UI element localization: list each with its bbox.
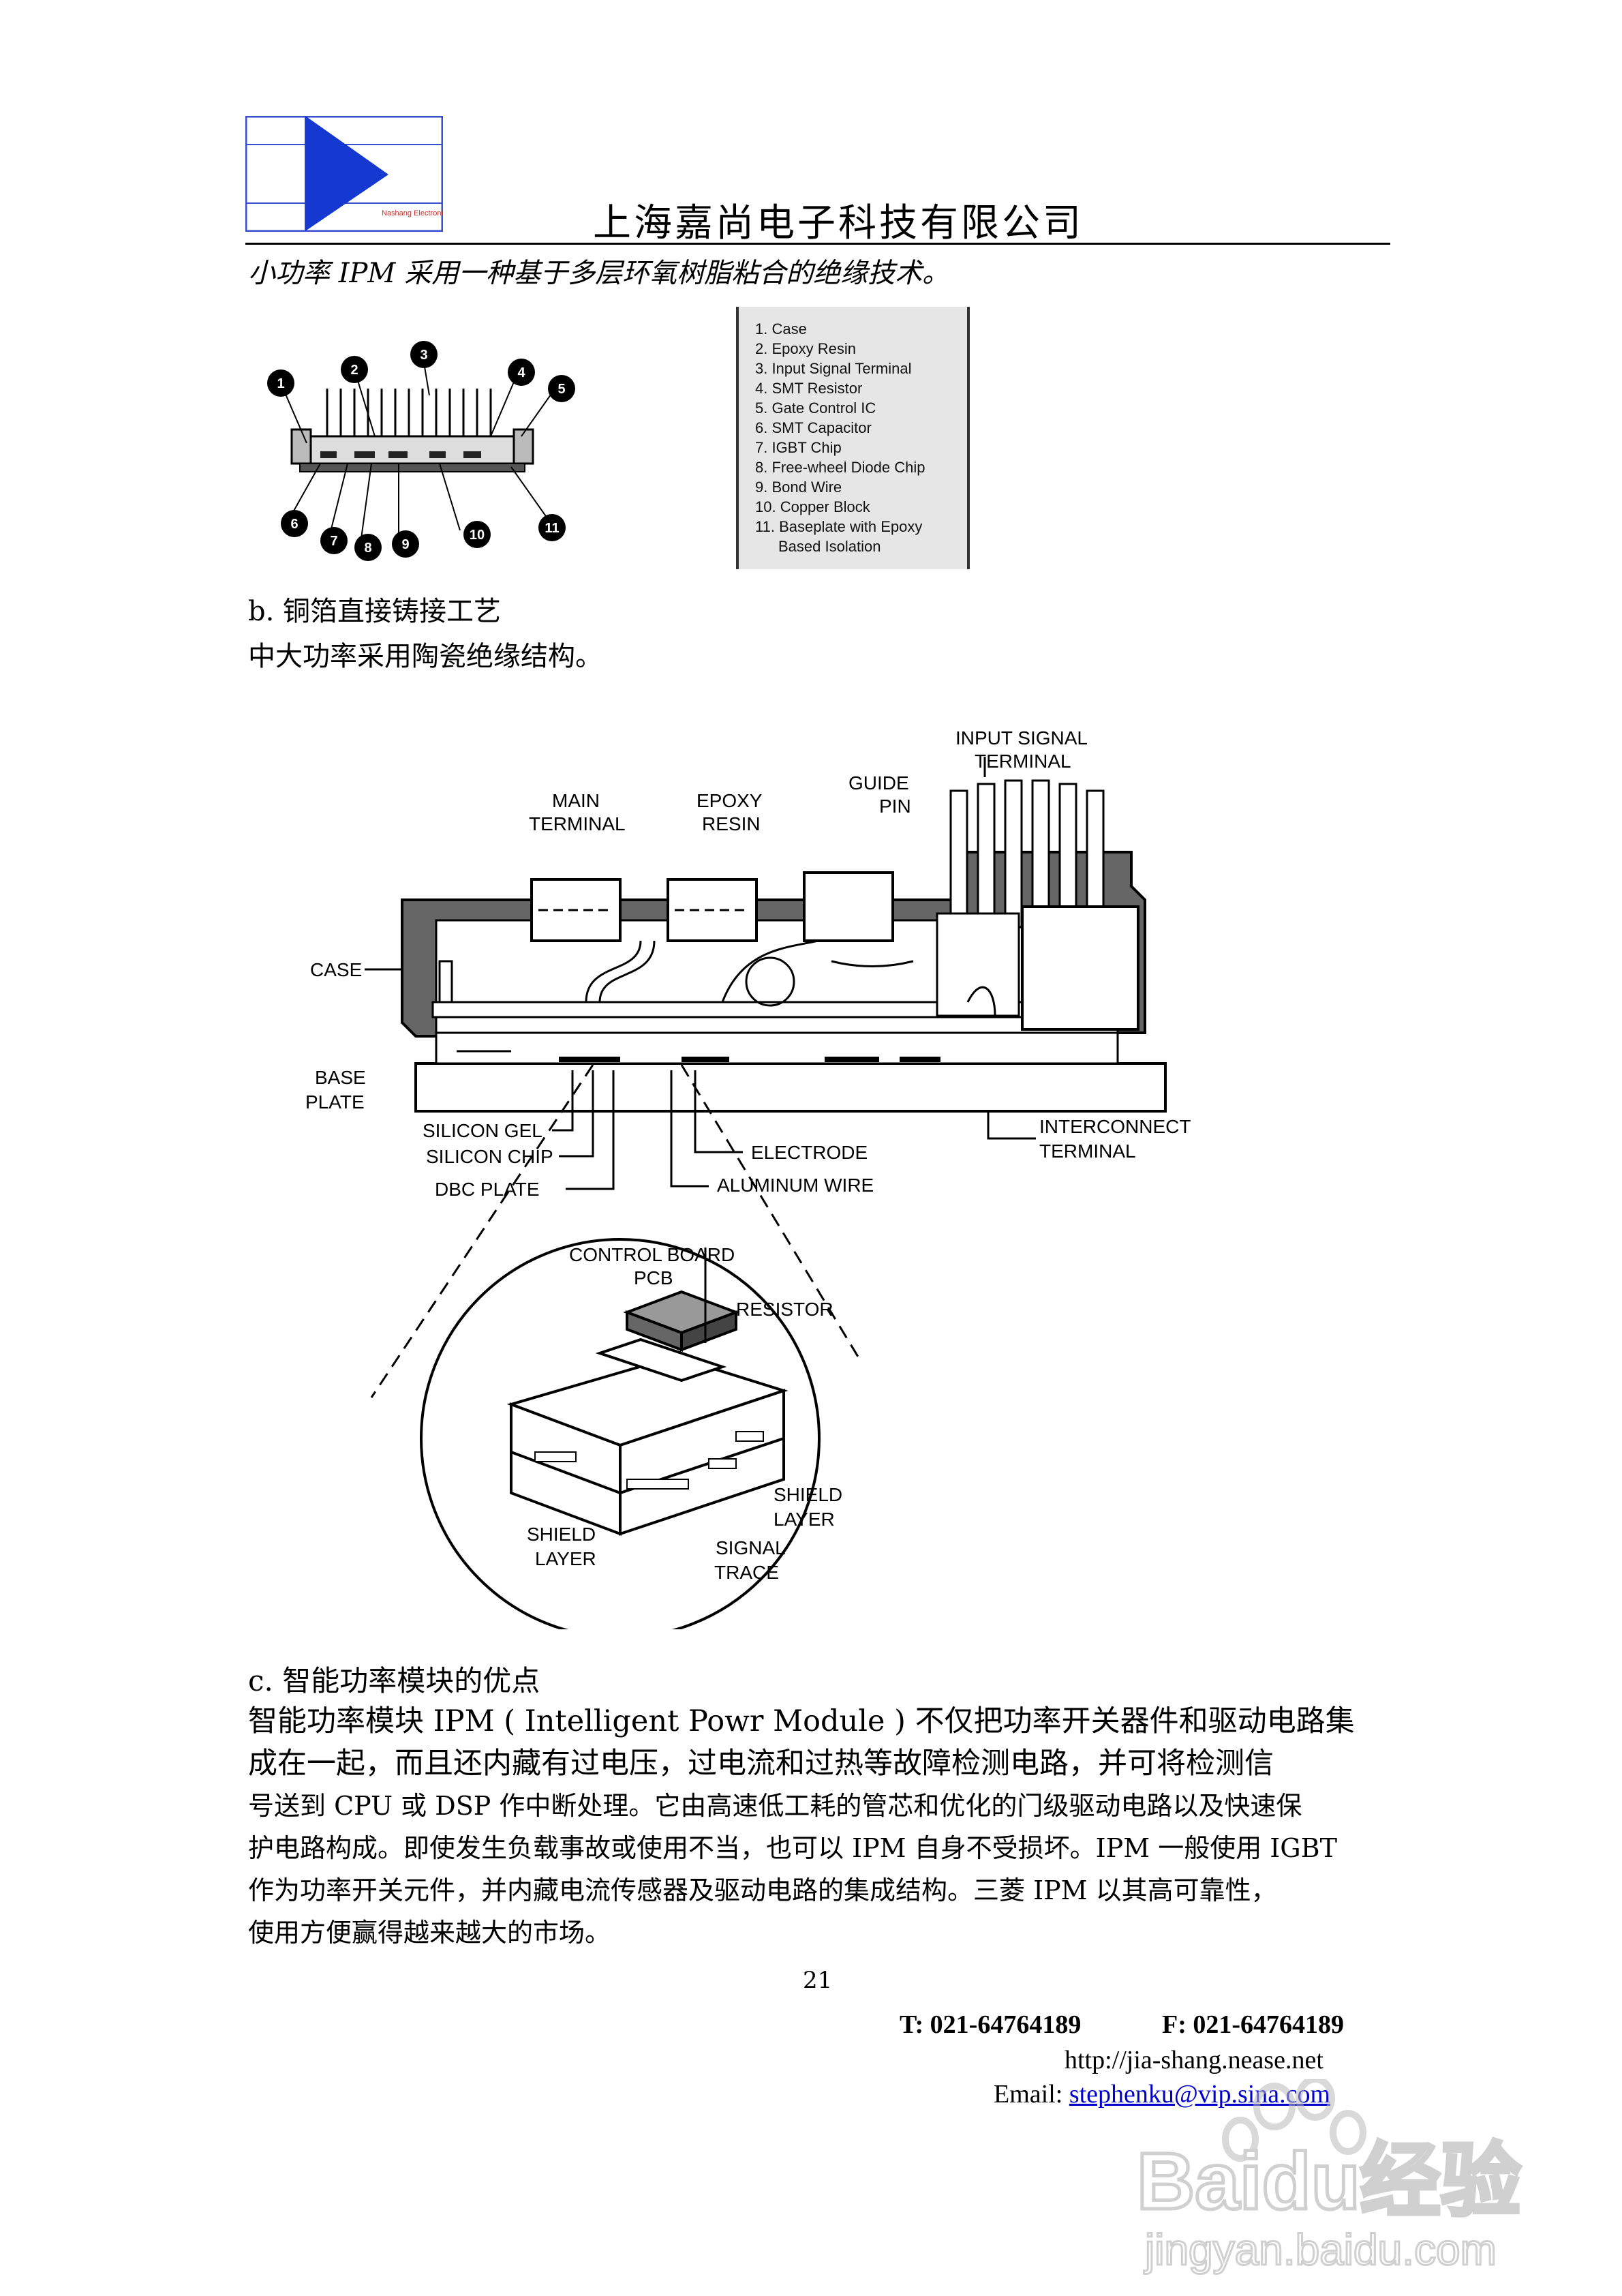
contact-fax: F: 021-64764189 [1162,2010,1345,2039]
legend-item: 9. Bond Wire [755,479,842,496]
body-line: 智能功率模块 IPM ( Intelligent Powr Module ) 不… [248,1704,1355,1738]
section-c-body: 智能功率模块 IPM ( Intelligent Powr Module ) 不… [248,1700,1355,1954]
legend-item: 7. IGBT Chip [755,439,842,456]
section-c-heading: c. 智能功率模块的优点 [248,1664,540,1697]
callout-8: 8 [364,541,371,556]
legend-item: Based Isolation [778,538,881,555]
callout-9: 9 [401,537,409,552]
callout-7: 7 [330,534,337,549]
label-epoxy-1: EPOXY [697,790,763,811]
legend-item: 4. SMT Resistor [755,380,863,397]
label-control-board-1: CONTROL BOARD [569,1244,735,1265]
label-interconnect-2: TERMINAL [1039,1141,1136,1162]
label-aluminum-wire: ALUMINUM WIRE [717,1175,874,1196]
section-b-intro: 中大功率采用陶瓷绝缘结构。 [248,641,602,672]
body-line: 号送到 CPU 或 DSP 作中断处理。它由高速低工耗的管芯和优化的门级驱动电路… [248,1791,1302,1821]
label-electrode: ELECTRODE [751,1142,868,1163]
label-guide-2: PIN [879,796,911,817]
company-name: 上海嘉尚电子科技有限公司 [593,201,1084,245]
label-signal-2: TRACE [714,1562,779,1583]
baidu-watermark: Baidu经验 jingyan.baidu.com [1135,2079,1522,2276]
watermark-brand: Baidu经验 [1137,2136,1521,2226]
section-b-heading: b. 铜箔直接铸接工艺 [248,596,502,627]
contact-tel: T: 021-64764189 [900,2010,1082,2039]
section-a-intro: 小功率 IPM 采用一种基于多层环氧树脂粘合的绝缘技术。 [248,258,950,289]
watermark-url: jingyan.baidu.com [1144,2225,1497,2274]
label-signal-1: SIGNAL [716,1537,786,1558]
legend-item: 10. Copper Block [755,498,870,515]
label-base-2: PLATE [305,1091,365,1113]
body-line: 作为功率开关元件，并内藏电流传感器及驱动电路的集成结构。三菱 IPM 以其高可靠… [248,1875,1277,1905]
page-number: 21 [803,1967,833,1994]
label-main-2: TERMINAL [529,813,626,834]
legend-item: 8. Free-wheel Diode Chip [755,459,925,476]
header-divider [245,243,1390,245]
label-epoxy-2: RESIN [702,813,761,834]
email-label: Email: [994,2080,1063,2109]
callout-6: 6 [290,517,298,532]
label-input-signal-2: TERMINAL [975,751,1071,772]
callout-3: 3 [420,348,427,363]
callout-4: 4 [517,365,525,380]
label-main-1: MAIN [552,790,600,811]
small-ipm-cross-section-diagram: 1 2 3 4 5 6 7 8 9 10 11 [267,341,575,561]
legend-item: 1. Case [755,320,807,337]
label-resistor: RESISTOR [736,1299,833,1320]
body-line: 护电路构成。即使发生负载事故或使用不当，也可以 IPM 自身不受损坏。IPM 一… [248,1833,1337,1863]
body-line: 成在一起，而且还内藏有过电压，过电流和过热等故障检测电路，并可将检测信 [248,1747,1274,1781]
callout-5: 5 [557,382,565,397]
label-shield-left-1: SHIELD [527,1524,596,1545]
label-dbc-plate: DBC PLATE [435,1179,540,1200]
label-base-1: BASE [315,1067,366,1088]
label-silicon-gel: SILICON GEL [423,1120,542,1141]
label-input-signal-1: INPUT SIGNAL [955,727,1088,749]
legend-item: 3. Input Signal Terminal [755,360,912,377]
callout-2: 2 [350,363,358,378]
label-interconnect-1: INTERCONNECT [1039,1116,1191,1137]
website-link[interactable]: http://jia-shang.nease.net [1065,2046,1323,2074]
callout-10: 10 [470,528,485,543]
legend-item: 11. Baseplate with Epoxy [755,518,923,535]
logo-label: Nashang Electronic [382,209,443,217]
label-silicon-chip: SILICON CHIP [426,1146,553,1167]
label-shield-left-2: LAYER [535,1548,596,1569]
part-legend: 1. Case 2. Epoxy Resin 3. Input Signal T… [736,307,970,569]
legend-item: 5. Gate Control IC [755,399,876,417]
label-guide-1: GUIDE [848,772,909,794]
label-shield-right-1: SHIELD [774,1484,842,1505]
legend-item: 2. Epoxy Resin [755,340,856,357]
label-shield-right-2: LAYER [774,1509,835,1530]
company-logo: Nashang Electronic [245,116,443,232]
legend-item: 6. SMT Capacitor [755,419,872,436]
callout-11: 11 [545,521,559,536]
large-ipm-cross-section-diagram: INPUT SIGNAL TERMINAL GUIDE PIN MAIN TER… [305,727,1191,1629]
label-case: CASE [310,959,362,980]
body-line: 使用方便赢得越来越大的市场。 [248,1918,611,1948]
callout-1: 1 [277,376,284,391]
label-control-board-2: PCB [634,1267,673,1288]
